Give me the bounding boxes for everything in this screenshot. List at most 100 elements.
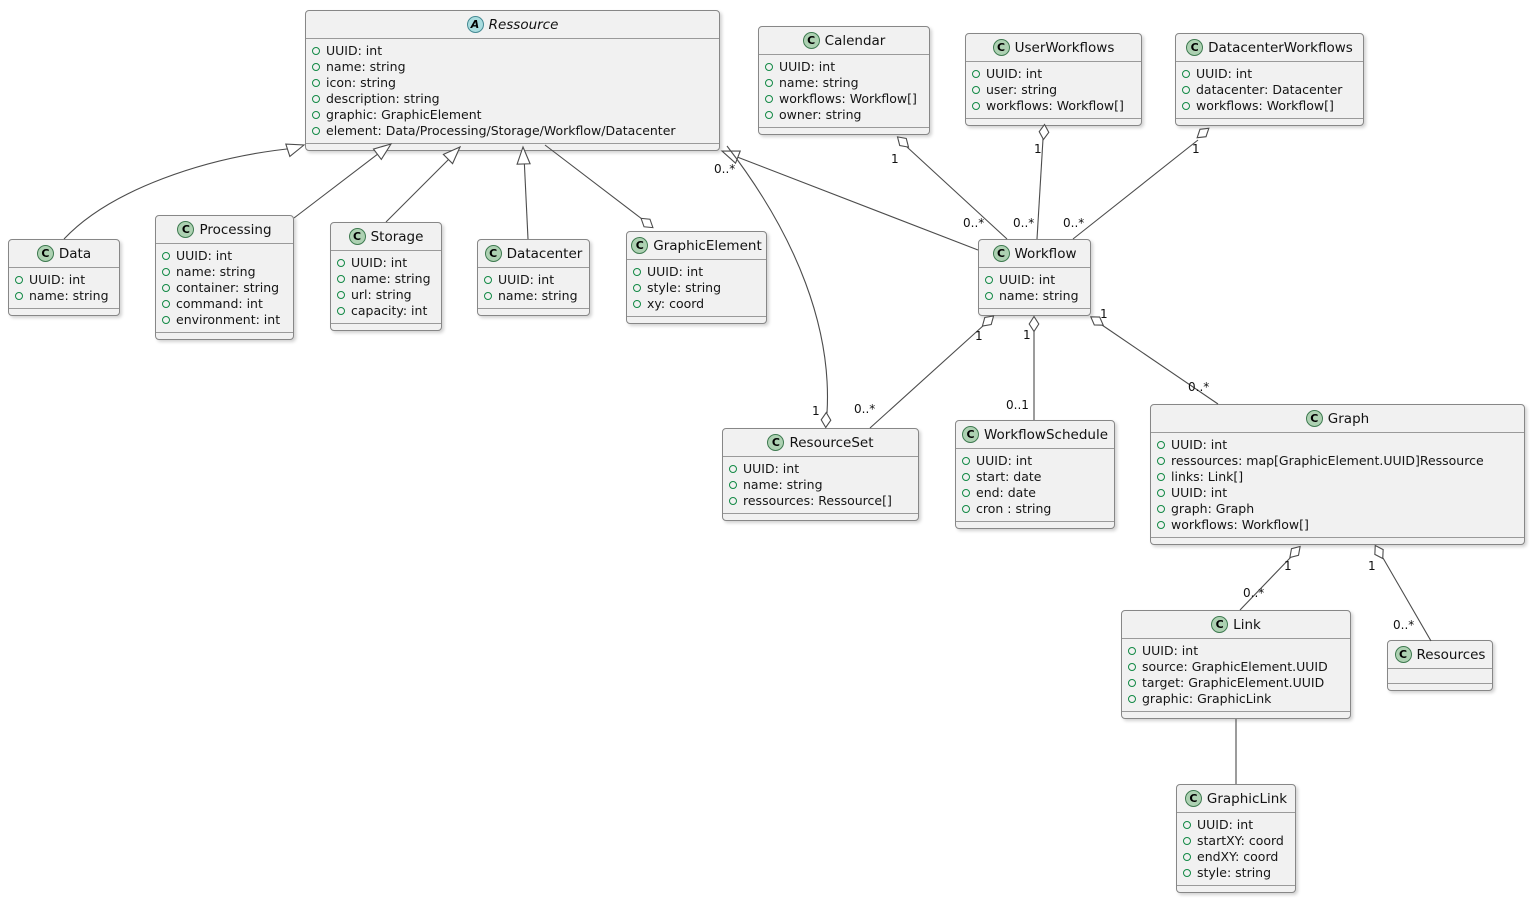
field-visibility-icon [985,292,993,300]
attribute-row: owner: string [765,107,922,123]
field-visibility-icon [765,79,773,87]
aggregation-diamond-icon [640,217,654,229]
attribute-text: graph: Graph [1171,501,1255,516]
edge-graph-link [1239,556,1292,611]
field-visibility-icon [484,276,492,284]
attribute-row: end: date [962,485,1107,501]
multiplicity-label: 0..1 [1006,398,1029,412]
attribute-text: name: string [176,264,256,279]
class-methods-calendar [759,127,929,134]
attribute-row: UUID: int [1157,437,1517,453]
field-visibility-icon [1182,86,1190,94]
attribute-row: command: int [162,296,286,312]
field-visibility-icon [729,497,737,505]
attribute-row: workflows: Workflow[] [972,98,1134,114]
attribute-row: name: string [729,477,911,493]
class-methods-ressource [306,143,719,150]
edge-datacenter-extends-ressource [523,155,529,240]
attribute-text: UUID: int [351,255,408,270]
class-icon: C [631,237,649,254]
attribute-text: links: Link[] [1171,469,1244,484]
class-icon: C [802,32,820,49]
attribute-text: name: string [999,288,1079,303]
attribute-text: UUID: int [986,66,1043,81]
class-name: ResourceSet [789,434,874,451]
multiplicity-label: 0..* [854,402,875,416]
field-visibility-icon [162,316,170,324]
field-visibility-icon [1183,869,1191,877]
class-methods-graph [1151,537,1524,544]
field-visibility-icon [962,473,970,481]
attribute-row: graph: Graph [1157,501,1517,517]
attribute-row: workflows: Workflow[] [765,91,922,107]
attribute-text: UUID: int [1196,66,1253,81]
attribute-text: capacity: int [351,303,428,318]
field-visibility-icon [312,63,320,71]
attribute-row: UUID: int [633,264,759,280]
multiplicity-label: 1 [975,329,983,343]
attribute-text: owner: string [779,107,862,122]
field-visibility-icon [1183,821,1191,829]
attribute-text: ressources: Ressource[] [743,493,892,508]
attribute-row: element: Data/Processing/Storage/Workflo… [312,123,712,139]
inheritance-triangle-icon [285,143,306,158]
attribute-text: datacenter: Datacenter [1196,82,1343,97]
attribute-row: UUID: int [972,66,1134,82]
field-visibility-icon [633,300,641,308]
multiplicity-label: 0..* [1188,380,1209,394]
attribute-text: end: date [976,485,1036,500]
class-icon: C [992,245,1010,262]
field-visibility-icon [1128,647,1136,655]
class-icon: C [767,434,785,451]
field-visibility-icon [972,86,980,94]
edge-storage-extends-ressource [385,152,456,223]
edge-workflow-resourceset [869,324,985,429]
multiplicity-label: 0..* [1243,586,1264,600]
attribute-row: UUID: int [729,461,911,477]
field-visibility-icon [312,111,320,119]
field-visibility-icon [312,47,320,55]
aggregation-diamond-icon [1089,316,1105,326]
field-visibility-icon [985,276,993,284]
multiplicity-label: 1 [1368,559,1376,573]
field-visibility-icon [765,95,773,103]
inheritance-triangle-icon [720,150,742,165]
attribute-text: target: GraphicElement.UUID [1142,675,1325,690]
attribute-text: name: string [351,271,431,286]
attribute-text: workflows: Workflow[] [1171,517,1309,532]
attribute-row: name: string [484,288,582,304]
attribute-row: style: string [1183,865,1288,881]
attribute-row: container: string [162,280,286,296]
attribute-text: UUID: int [1197,817,1254,832]
attribute-row: cron : string [962,501,1107,517]
attribute-text: UUID: int [29,272,86,287]
attribute-text: UUID: int [743,461,800,476]
multiplicity-label: 1 [812,404,820,418]
class-name: Workflow [1014,245,1077,262]
class-methods-link [1122,711,1350,718]
class-methods-processing [156,332,293,339]
aggregation-diamond-icon [896,136,910,148]
field-visibility-icon [1157,489,1165,497]
class-name: Data [58,245,92,262]
